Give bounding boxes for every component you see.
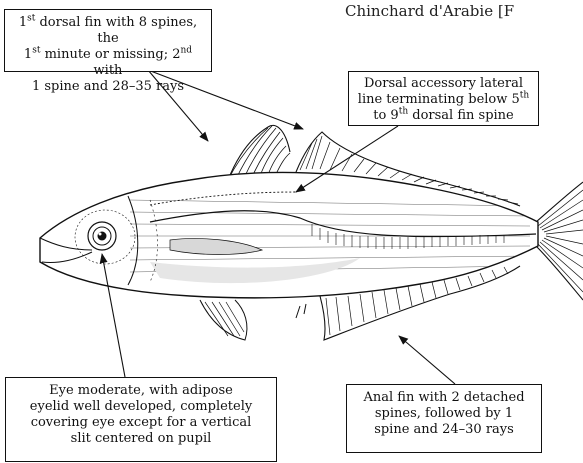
- callout-lateral-line-1: Dorsal accessory lateral: [354, 76, 533, 92]
- callout-lateral-line-2: line terminating below 5th: [354, 92, 533, 108]
- callout-dorsal-fin: 1st dorsal fin with 8 spines, the 1st mi…: [4, 9, 212, 72]
- callout-lateral-line: Dorsal accessory lateral line terminatin…: [348, 71, 539, 126]
- pelvic-fin: [200, 300, 247, 340]
- callout-anal-line-1: Anal fin with 2 detached: [352, 390, 536, 406]
- callout-eye: Eye moderate, with adipose eyelid well d…: [5, 377, 277, 462]
- callout-eye-line-1: Eye moderate, with adipose: [11, 383, 271, 399]
- callout-eye-line-3: covering eye except for a vertical: [11, 415, 271, 431]
- callout-anal-line-2: spines, followed by 1: [352, 406, 536, 422]
- caudal-fin: [536, 182, 583, 300]
- callout-anal-fin: Anal fin with 2 detached spines, followe…: [346, 384, 542, 453]
- callout-dorsal-line-3: 1 spine and 28–35 rays: [10, 79, 206, 95]
- callout-dorsal-line-1: 1st dorsal fin with 8 spines, the: [10, 15, 206, 47]
- callout-anal-line-3: spine and 24–30 rays: [352, 422, 536, 438]
- callout-lateral-line-3: to 9th dorsal fin spine: [354, 108, 533, 124]
- callout-eye-line-4: slit centered on pupil: [11, 431, 271, 447]
- callout-eye-line-2: eyelid well developed, completely: [11, 399, 271, 415]
- arrow-anal-fin: [399, 336, 455, 384]
- callout-dorsal-line-2: 1st minute or missing; 2nd with: [10, 47, 206, 79]
